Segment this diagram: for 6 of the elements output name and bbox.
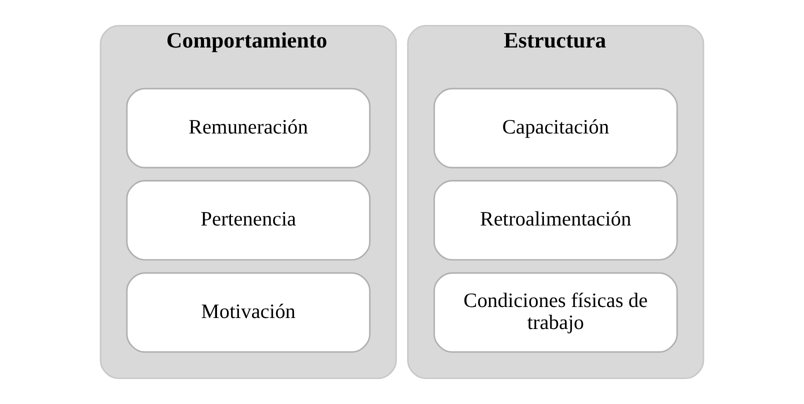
node-box: Condiciones físicas de trabajo xyxy=(433,272,678,353)
node-box: Capacitación xyxy=(433,88,678,168)
node-box: Motivación xyxy=(126,272,371,353)
node-box: Pertenencia xyxy=(126,180,371,261)
node-box: Remuneración xyxy=(126,88,371,168)
node-box: Retroalimentación xyxy=(433,180,678,261)
